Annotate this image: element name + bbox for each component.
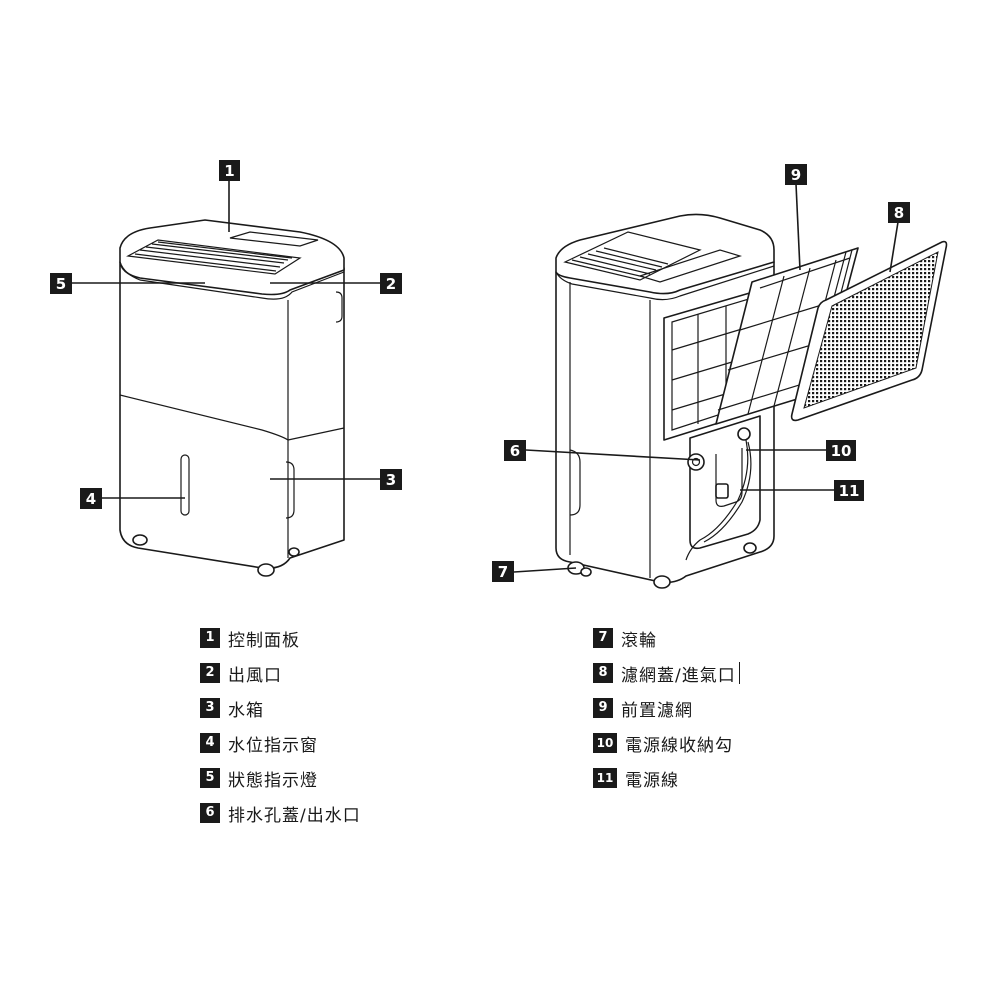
callout-11: 11	[834, 480, 864, 501]
legend-label: 前置濾網	[621, 700, 693, 721]
leader-lines	[70, 180, 899, 573]
legend-number: 5	[200, 768, 220, 788]
legend-label: 水位指示窗	[228, 735, 318, 756]
legend-number: 7	[593, 628, 613, 648]
callout-5: 5	[50, 273, 72, 294]
legend-number: 2	[200, 663, 220, 683]
back-view-illustration	[555, 213, 775, 589]
legend-item-10: 10 電源線收納勾	[593, 732, 733, 756]
callout-10: 10	[826, 440, 856, 461]
callout-9: 9	[785, 164, 807, 185]
legend-number: 1	[200, 628, 220, 648]
legend-number: 10	[593, 733, 617, 753]
svg-text:2: 2	[386, 275, 396, 293]
legend-label: 水箱	[228, 700, 264, 721]
legend-item-2: 2 出風口	[200, 662, 282, 686]
callout-2: 2	[380, 273, 402, 294]
legend-label: 滾輪	[621, 630, 657, 651]
svg-text:1: 1	[224, 162, 234, 180]
legend-label: 排水孔蓋/出水口	[228, 805, 361, 826]
svg-text:11: 11	[839, 482, 860, 500]
legend-item-1: 1 控制面板	[200, 627, 300, 651]
legend-item-11: 11 電源線	[593, 767, 679, 791]
svg-text:7: 7	[498, 563, 508, 581]
callout-6: 6	[504, 440, 526, 461]
callout-8: 8	[888, 202, 910, 223]
legend-label: 電源線	[625, 770, 679, 791]
legend-number: 3	[200, 698, 220, 718]
legend-item-3: 3 水箱	[200, 697, 264, 721]
legend-number: 6	[200, 803, 220, 823]
legend-label: 濾網蓋/進氣口	[621, 665, 736, 686]
legend-number: 11	[593, 768, 617, 788]
legend-label: 控制面板	[228, 630, 300, 651]
svg-text:3: 3	[386, 471, 396, 489]
legend-item-8: 8 濾網蓋/進氣口	[593, 662, 741, 686]
svg-text:4: 4	[86, 490, 96, 508]
callout-3: 3	[380, 469, 402, 490]
legend-item-4: 4 水位指示窗	[200, 732, 318, 756]
callout-4: 4	[80, 488, 102, 509]
legend-label: 電源線收納勾	[625, 735, 733, 756]
svg-text:6: 6	[510, 442, 520, 460]
svg-text:10: 10	[831, 442, 852, 460]
legend-item-6: 6 排水孔蓋/出水口	[200, 802, 361, 826]
svg-text:5: 5	[56, 275, 66, 293]
filter-cover-illustration	[790, 240, 948, 422]
front-view-illustration	[119, 219, 345, 577]
text-cursor	[738, 662, 741, 684]
legend-item-5: 5 狀態指示燈	[200, 767, 318, 791]
legend-item-9: 9 前置濾網	[593, 697, 693, 721]
callout-7: 7	[492, 561, 514, 582]
svg-text:8: 8	[894, 204, 904, 222]
legend-label: 出風口	[228, 665, 282, 686]
legend-number: 9	[593, 698, 613, 718]
legend-label: 狀態指示燈	[228, 770, 318, 791]
legend-number: 8	[593, 663, 613, 683]
callout-1: 1	[219, 160, 240, 181]
legend-item-7: 7 滾輪	[593, 627, 657, 651]
svg-text:9: 9	[791, 166, 801, 184]
legend-number: 4	[200, 733, 220, 753]
